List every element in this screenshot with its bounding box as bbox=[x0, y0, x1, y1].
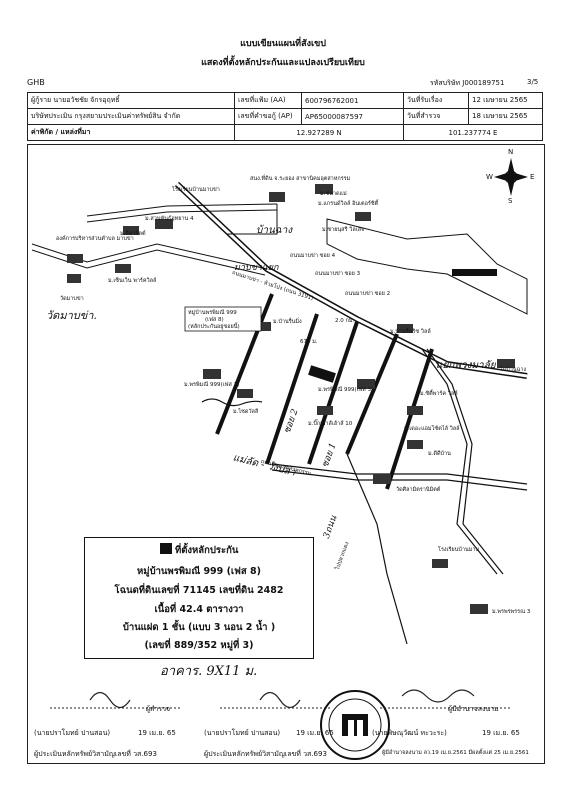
borrower-cell: ผู้กู้ราย นายอวัชชัย จักรอุฤทธิ์ bbox=[27, 92, 235, 109]
survey-label: วันที่สำรวจ bbox=[403, 108, 469, 125]
landmark-icons bbox=[67, 184, 515, 614]
label-grand: ม.แกรนด์วิลล์ อินเตอร์ชิตี้ bbox=[318, 201, 379, 207]
start-date: 12 เมษายน 2565 bbox=[468, 92, 543, 109]
collateral-head-row: ที่ตั้งหลักประกัน bbox=[85, 543, 313, 558]
creek bbox=[201, 398, 263, 407]
info-table: ผู้กู้ราย นายอวัชชัย จักรอุฤทธิ์ เลขที่แ… bbox=[27, 92, 543, 141]
label-dist-1: 2.0 กม. bbox=[335, 318, 355, 324]
reservoir-block bbox=[452, 269, 497, 276]
collateral-box: ที่ตั้งหลักประกัน หมู่บ้านพรพิมณี 999 (เ… bbox=[84, 537, 314, 659]
label-palace: ม.บ้านรื่นริช วิลล์ bbox=[390, 329, 431, 335]
lat-value: 12.927289 N bbox=[234, 124, 404, 141]
label-dist-2: 670 ม. bbox=[300, 339, 318, 345]
collateral-deed: โฉนดที่ดินเลขที่ 71145 เลขที่ดิน 2482 bbox=[114, 585, 284, 596]
road-main bbox=[174, 181, 528, 379]
project-label-box bbox=[184, 306, 262, 332]
stamp-seal-icon bbox=[320, 690, 390, 760]
surveyor-role: ผู้สำรวจ bbox=[146, 705, 171, 713]
compass-e: E bbox=[530, 173, 535, 181]
approver-reg: ผู้ประเมินหลักทรัพย์วิสามัญเลขที่ วส.693 bbox=[204, 750, 327, 758]
sketch-map bbox=[31, 181, 528, 645]
start-label: วันที่รับเรื่อง bbox=[403, 92, 469, 109]
label-city: ม.ซิตี้พาร์ค วิลล์ bbox=[420, 391, 458, 397]
label-project-3: (หลักประกันอยู่ซอยนี้) bbox=[188, 324, 240, 330]
hw-wat-map: วัดมาบข่า. bbox=[46, 309, 97, 322]
label-road-2: ถนนมาบข่า ซอย 2 bbox=[345, 291, 391, 297]
label-watphet: ม.ดีดีบ้าน bbox=[428, 451, 451, 457]
compass-n: N bbox=[508, 148, 514, 156]
company-stamp bbox=[318, 688, 392, 762]
auth-date: 19 เม.ย. 65 bbox=[482, 729, 520, 737]
map-frame bbox=[27, 144, 545, 764]
label-siam: ม.ชายนุสรี วิลเลจ bbox=[322, 227, 365, 233]
doc-subtitle: แสดงที่ตั้งหลักประกันและแปลงเปรียบเทียบ bbox=[201, 58, 365, 68]
auth-role: ผู้มีอำนาจลงนาม bbox=[448, 705, 499, 713]
road-left bbox=[31, 203, 278, 276]
road-bottom bbox=[271, 463, 528, 491]
approver-name: (นายปราโมทย์ ปานสอน) bbox=[204, 729, 281, 737]
label-wat-map: วัดมาบข่า bbox=[60, 296, 84, 302]
label-ratchada: ม.เซ็นเว็น พาร์ควิลล์ bbox=[108, 278, 157, 284]
auth-name: (นายพิษณุวัฒน์ ทะวะระ) bbox=[372, 729, 447, 737]
collateral-area: เนื้อที่ 42.4 ตารางวา bbox=[154, 604, 244, 615]
hw-intersection: แยกพวงมาลัย bbox=[436, 360, 496, 371]
borrower-label: ผู้กู้ราย bbox=[31, 96, 52, 104]
label-krungthai: ม.เดอะแอมโซ้ตไล้ วิลล์ bbox=[404, 426, 460, 432]
lon-value: 101.237774 E bbox=[403, 124, 543, 141]
compass-w: W bbox=[486, 173, 493, 181]
collateral-project: หมู่บ้านพรพิมณี 999 (เฟส 8) bbox=[137, 566, 261, 577]
label-phase3: ม.พรพิมณี 999(เฟส 3) bbox=[318, 387, 374, 393]
label-project-1: หมู่บ้านพรพิมณี 999 bbox=[188, 310, 237, 316]
label-sakul: ม.ไซดวัลลี bbox=[233, 409, 259, 415]
loan-label: เลขที่แฟ้ม (AA) bbox=[234, 92, 302, 109]
label-road-3: ถนนมาบข่า ซอย 3 bbox=[315, 271, 361, 277]
reservoir bbox=[326, 218, 528, 315]
label-mabtaphut: ม.ชนาดแม่ bbox=[320, 191, 347, 197]
surveyor-reg: ผู้ประเมินหลักทรัพย์วิสามัญเลขที่ วส.693 bbox=[34, 750, 157, 758]
label-rd-right: ไปบ้านฉาง bbox=[500, 367, 527, 373]
hw-ban-chang: บ้านฉาง bbox=[256, 225, 293, 236]
surveyor-date: 19 เม.ย. 65 bbox=[138, 729, 176, 737]
label-ban-rut: ม.บ้านรื่นมิ่ง bbox=[273, 319, 302, 325]
label-phase2: ม.พรพิมณี 999(เฟส 2) bbox=[184, 382, 240, 388]
request-label: เลขที่คำขอกู้ (AP) bbox=[234, 108, 302, 125]
label-garden: ม.สวนพันธุ์อุทยาน 4 bbox=[145, 216, 194, 222]
coord-label: ค่าพิกัด / แหล่งที่มา bbox=[27, 124, 235, 141]
label-project-2: (เฟส 8) bbox=[205, 317, 224, 323]
approver-date: 19 เม.ย. 65 bbox=[296, 729, 334, 737]
label-school-top: โรงเรียนบ้านมาบข่า bbox=[172, 187, 220, 193]
label-road-4: ถนนมาบข่า ซอย 4 bbox=[290, 253, 336, 259]
collateral-house: บ้านแฝด 1 ชั้น (แบบ 3 นอน 2 น้ำ ) bbox=[122, 622, 276, 633]
handwritten-building-size: อาคาร. 9X11 ม. bbox=[160, 664, 258, 679]
soi-roads bbox=[215, 293, 434, 490]
doc-code: รหัสบริษัท J000189751 bbox=[430, 79, 505, 87]
company-label: บริษัทประเมิน กรุงสยามประเมินค่าทรัพย์สิ… bbox=[27, 108, 235, 125]
compass-s: S bbox=[508, 197, 513, 205]
label-mali: ม.ลีลาจิตต์ bbox=[120, 231, 146, 237]
surveyor-name: (นายปราโมทย์ ปานสอน) bbox=[34, 729, 111, 737]
label-village-ret: ม.พรพรพรรณ 3 bbox=[492, 609, 531, 615]
page-number: 3/5 bbox=[527, 78, 539, 86]
signature-strokes bbox=[50, 689, 510, 709]
road-right bbox=[346, 348, 504, 645]
compass-rose: N S W E bbox=[486, 148, 536, 206]
label-school2: โรงเรียนบ้านมาบ bbox=[438, 547, 479, 553]
label-hospital: องค์การบริหารส่วนตำบล มาบข่า bbox=[56, 236, 134, 242]
collateral-marker bbox=[308, 365, 336, 383]
collateral-address: (เลขที่ 889/352 หมู่ที่ 3) bbox=[144, 640, 254, 651]
hw-junction: มาบข่าแยก bbox=[234, 263, 279, 273]
doc-title: แบบเขียนแผนที่สังเขป bbox=[240, 39, 326, 49]
org-code: GHB bbox=[27, 78, 45, 87]
label-cheewin: ม.บิ๊กเฮ้าส์เฮ้าส์ 10 bbox=[308, 421, 353, 427]
loan-no: 600796762001 bbox=[301, 92, 404, 109]
collateral-legend-swatch bbox=[159, 543, 172, 554]
compass-icon bbox=[494, 158, 528, 196]
request-no: AP65000087597 bbox=[301, 108, 404, 125]
auth-note: ผู้มีอำนาจลงนาม ลว.19 เม.ย.2561 มีผลตั้ง… bbox=[382, 750, 529, 756]
label-temple-top: สนง.ที่ดิน จ.ระยอง สาขานิคมอุตสาหกรรม bbox=[250, 176, 351, 182]
label-temple2: วัดศิลามิตรานิมิตต์ bbox=[396, 487, 441, 493]
collateral-head: ที่ตั้งหลักประกัน bbox=[174, 545, 239, 556]
borrower-name: นายอวัชชัย จักรอุฤทธิ์ bbox=[53, 96, 120, 104]
survey-date: 18 เมษายน 2565 bbox=[468, 108, 543, 125]
